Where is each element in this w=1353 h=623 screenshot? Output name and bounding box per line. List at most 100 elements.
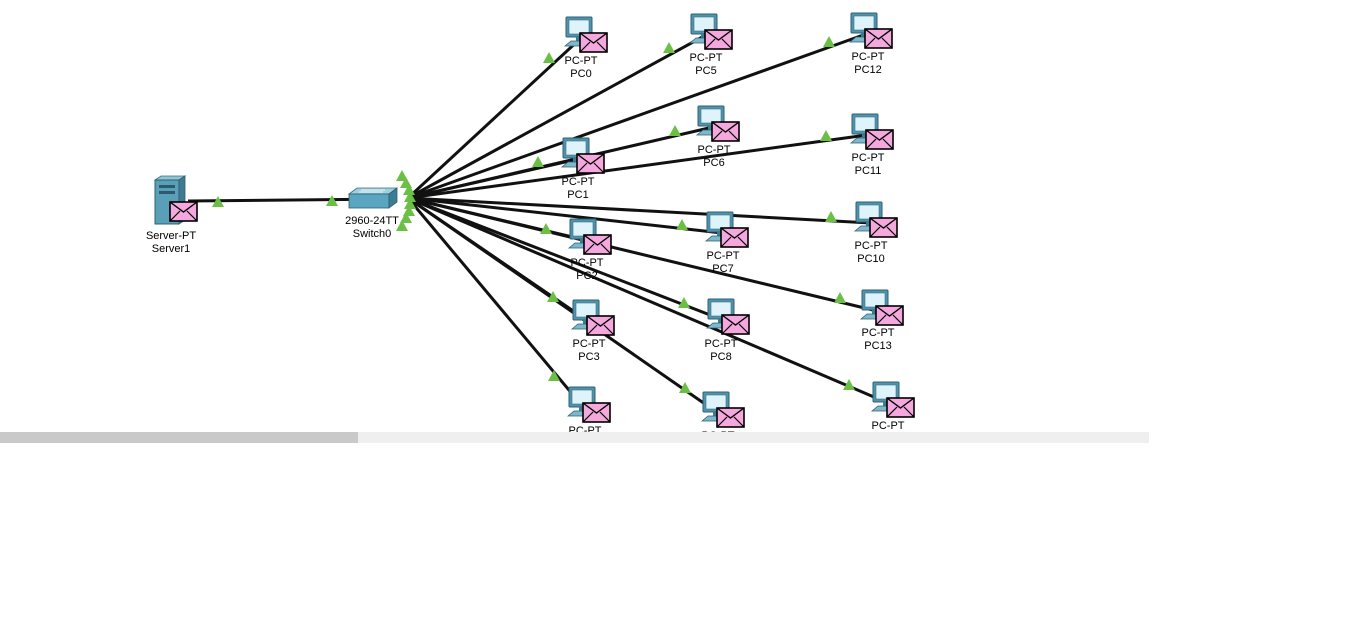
link-switch0-pc-13 [407,196,719,415]
pc-monitor-icon [705,298,737,329]
pc-5-model-label: PC-PT [561,176,595,188]
device-pc-2[interactable] [848,12,894,52]
device-pc-8-graphic [567,218,612,255]
horizontal-scrollbar-thumb[interactable] [0,432,358,443]
link-status-pc-8 [540,223,552,234]
device-pc-9[interactable] [859,289,905,329]
link-status-pc-5 [532,156,544,167]
device-pc-12-graphic [566,386,611,423]
link-switch0-pc-7 [407,196,872,225]
server1-model-label: Server-PT [145,230,197,242]
link-switch0-pc-1 [407,33,707,200]
link-status-pc-2 [823,36,835,47]
device-pc-4[interactable] [849,113,895,153]
horizontal-scrollbar[interactable] [0,432,1149,443]
link-status-switch0-port-6 [400,212,412,223]
pc-10-model-label: PC-PT [572,338,606,350]
device-pc-8[interactable] [567,218,613,258]
switch-icon [347,187,399,209]
link-status-pc-12 [548,370,560,381]
pc-12-pdu-envelope-icon [582,402,611,423]
device-pc-6[interactable] [704,211,750,251]
device-server1[interactable] [153,175,199,226]
link-status-switch0-port-0 [396,170,408,181]
link-status-pc-1 [663,42,675,53]
pc-5-name-label: PC1 [567,189,589,201]
link-status-pc-14 [843,379,855,390]
pc-monitor-icon [566,386,598,417]
link-status-pc-4 [820,130,832,141]
device-pc-10[interactable] [570,299,616,339]
pc-7-pdu-envelope-icon [869,217,898,238]
device-pc-14-graphic [870,381,915,418]
device-pc-14[interactable] [870,381,916,421]
device-pc-12[interactable] [566,386,612,426]
pc-10-pdu-envelope-icon [586,315,615,336]
pc-7-name-label: PC10 [857,253,885,265]
device-pc-11-graphic [705,298,750,335]
device-pc-5[interactable] [560,137,606,177]
pc-6-pdu-envelope-icon [720,227,749,248]
pc-2-name-label: PC12 [854,64,882,76]
link-status-switch0-server-side [326,195,338,206]
pc-4-pdu-envelope-icon [865,129,894,150]
link-switch0-pc-9 [407,196,878,313]
device-pc-0[interactable] [563,16,609,56]
pc-14-model-label: PC-PT [871,420,905,432]
pc-8-pdu-envelope-icon [583,234,612,255]
device-pc-13[interactable] [700,391,746,431]
device-pc-1-graphic [688,13,733,50]
device-pc-7[interactable] [853,201,899,241]
pc-0-pdu-envelope-icon [579,32,608,53]
link-switch0-pc-14 [407,196,889,405]
pc-12-model-label: PC-PT [568,425,602,432]
pc-7-model-label: PC-PT [854,240,888,252]
pc-1-pdu-envelope-icon [704,29,733,50]
pc-monitor-icon [870,381,902,412]
device-pc-9-graphic [859,289,904,326]
pc-14-pdu-envelope-icon [886,397,915,418]
device-pc-3[interactable] [695,105,741,145]
pc-3-pdu-envelope-icon [711,121,740,142]
link-status-pc-11 [678,297,690,308]
link-status-pc-6 [676,219,688,230]
device-pc-0-graphic [563,16,608,53]
pc-13-pdu-envelope-icon [716,407,745,428]
link-status-switch0-port-2 [403,184,415,195]
pc-8-model-label: PC-PT [570,257,604,269]
pc-5-pdu-envelope-icon [576,153,605,174]
server1-pdu-envelope-icon [169,201,198,222]
link-switch0-pc-4 [407,133,868,200]
link-status-server1 [212,196,224,207]
link-status-switch0-port-7 [396,220,408,231]
pc-11-pdu-envelope-icon [721,314,750,335]
pc-monitor-icon [563,16,595,47]
link-status-pc-9 [834,292,846,303]
device-pc-2-graphic [848,12,893,49]
device-pc-5-graphic [560,137,605,174]
pc-0-name-label: PC0 [570,68,592,80]
pc-8-name-label: PC2 [576,270,598,282]
device-pc-11[interactable] [705,298,751,338]
link-switch0-pc-6 [407,196,723,235]
device-switch0[interactable] [347,187,399,214]
device-pc-1[interactable] [688,13,734,53]
pc-13-model-label: PC-PT [702,430,735,432]
device-pc-13-graphic [700,391,745,428]
pc-11-model-label: PC-PT [704,338,738,350]
pc-monitor-icon [560,137,592,168]
link-status-pc-13 [679,382,691,393]
device-pc-3-graphic [695,105,740,142]
link-switch0-pc-0 [406,36,583,200]
device-pc-10-graphic [570,299,615,336]
pc-monitor-icon [849,113,881,144]
link-switch0-pc-11 [407,196,724,322]
link-status-switch0-port-3 [404,191,416,202]
pc-3-name-label: PC6 [703,157,725,169]
link-switch0-pc-5 [407,157,579,200]
pc-9-name-label: PC13 [864,340,892,352]
link-status-pc-10 [547,291,559,302]
device-pc-4-graphic [849,113,894,150]
pc-monitor-icon [570,299,602,330]
